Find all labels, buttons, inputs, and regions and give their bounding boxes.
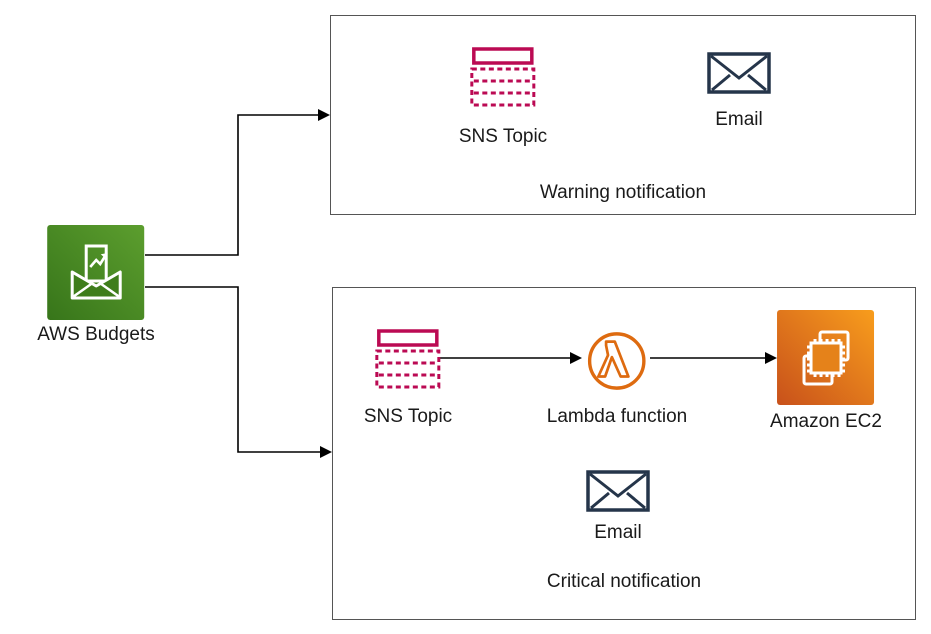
node-label-sns-warning: SNS Topic — [458, 126, 548, 147]
node-sns-topic-warning: SNS Topic — [459, 47, 547, 148]
node-label-email-critical: Email — [594, 522, 642, 543]
node-email-warning: Email — [707, 52, 771, 131]
edge-budgets-to-critical — [145, 286, 320, 453]
aws-budgets-icon — [47, 225, 145, 320]
node-label-ec2: Amazon EC2 — [770, 411, 882, 432]
lambda-icon — [586, 330, 648, 397]
email-icon — [586, 470, 650, 517]
email-icon — [707, 52, 771, 99]
critical-group-box: Critical notification — [332, 287, 916, 620]
critical-group-label: Critical notification — [546, 571, 702, 592]
node-lambda-function: Lambda function — [546, 330, 688, 428]
node-label-sns-critical: SNS Topic — [363, 406, 453, 427]
node-label-aws-budgets: AWS Budgets — [37, 324, 155, 345]
node-amazon-ec2: Amazon EC2 — [770, 310, 882, 433]
node-email-critical: Email — [586, 470, 650, 544]
arrowhead-critical — [320, 446, 332, 458]
node-label-email-warning: Email — [715, 109, 763, 130]
sns-topic-icon — [470, 47, 536, 112]
node-label-lambda: Lambda function — [546, 406, 688, 427]
node-sns-topic-critical: SNS Topic — [364, 329, 452, 428]
arrowhead-warning — [318, 109, 330, 121]
sns-topic-icon — [375, 329, 441, 394]
ec2-icon — [777, 310, 875, 405]
warning-group-label: Warning notification — [539, 182, 707, 203]
edge-budgets-to-warning — [145, 114, 318, 256]
warning-group-box: Warning notification — [330, 15, 916, 215]
node-aws-budgets: AWS Budgets — [37, 225, 155, 346]
